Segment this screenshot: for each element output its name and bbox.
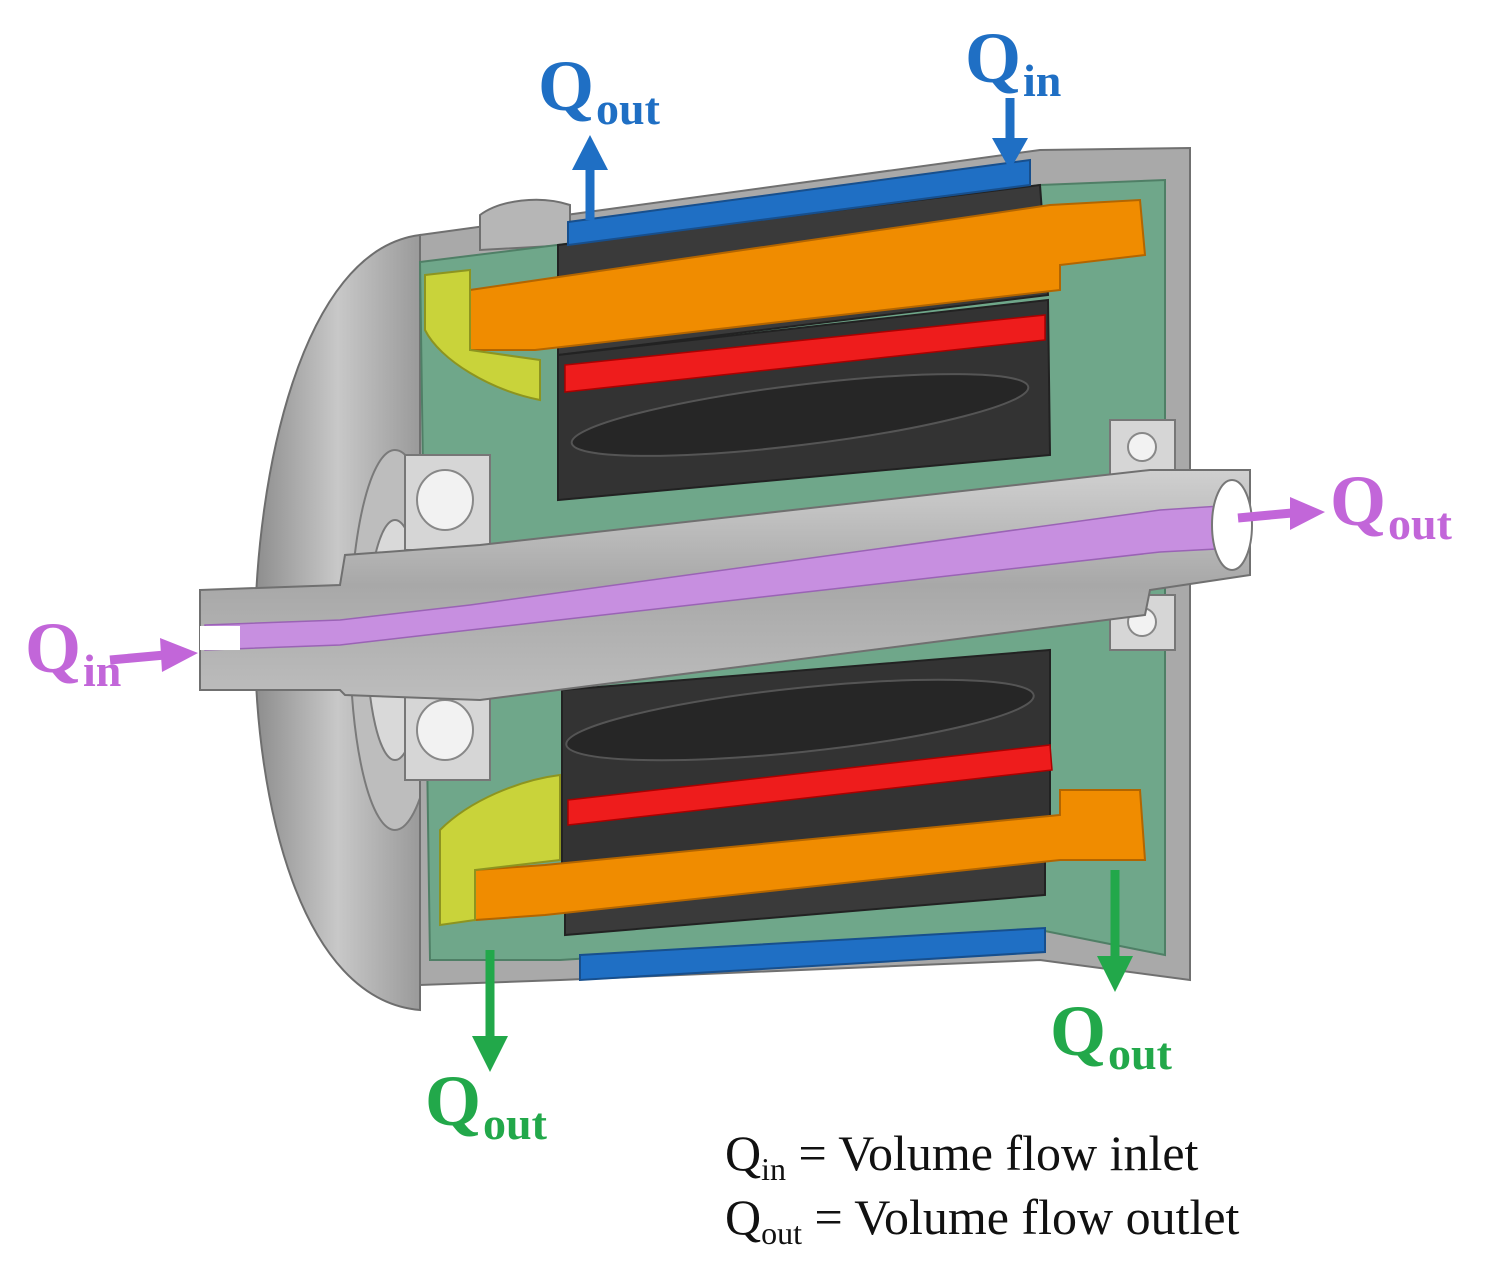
upper-magnet [564,314,1046,393]
shaft-outlet-arrow [1237,497,1325,530]
legend-outlet: Qout = Volume flow outlet [725,1189,1240,1249]
label-subscript: out [483,1098,547,1149]
housing-top-lip [479,198,571,252]
label-subscript: out [1108,1028,1172,1079]
shaft-inlet-arrow [109,638,198,672]
jacket-inlet-arrow [992,98,1028,170]
label-symbol: Q [425,1061,482,1141]
end-outlet-right-arrow [1097,870,1133,992]
jacket-inlet-label: Qin [965,22,1061,104]
front-bearing-top [404,454,491,551]
end-outlet-left-label: Qout [425,1065,547,1147]
lower-end-winding [474,789,1147,922]
shaft-inlet-opening [200,626,240,650]
lower-cooling-jacket [579,926,1046,982]
label-subscript: in [1023,55,1062,106]
lower-rotor-slot [565,678,1035,762]
jacket-outlet-label: Qout [538,50,660,132]
label-subscript: out [596,83,660,134]
label-symbol: Q [25,608,82,688]
lower-magnet [567,744,1053,826]
end-outlet-left-arrow [472,950,508,1072]
front-bearing-bottom [404,684,491,781]
upper-rotor-slot [570,373,1030,457]
upper-cooling-jacket [567,158,1031,247]
rear-bearing-top [1109,419,1176,476]
label-subscript: in [83,645,122,696]
shaft-outlet-label: Qout [1330,465,1452,547]
shaft-outlet-opening [1211,479,1253,571]
lower-left-insulation [439,773,561,927]
legend-text: = Volume flow outlet [802,1189,1240,1245]
legend-symbol: Q [725,1125,762,1181]
shaft-inlet-label: Qin [25,612,121,694]
label-subscript: out [1388,498,1452,549]
legend-symbol: Q [725,1189,762,1245]
legend-subscript: in [761,1151,786,1187]
label-symbol: Q [1330,461,1387,541]
legend-inlet: Qin = Volume flow inlet [725,1125,1199,1185]
upper-left-insulation [424,268,541,402]
legend-subscript: out [761,1215,802,1251]
legend-text: = Volume flow inlet [786,1125,1199,1181]
end-outlet-right-label: Qout [1050,995,1172,1077]
label-symbol: Q [538,46,595,126]
label-symbol: Q [965,18,1022,98]
label-symbol: Q [1050,991,1107,1071]
upper-end-winding [469,198,1147,351]
jacket-outlet-arrow [572,135,608,220]
